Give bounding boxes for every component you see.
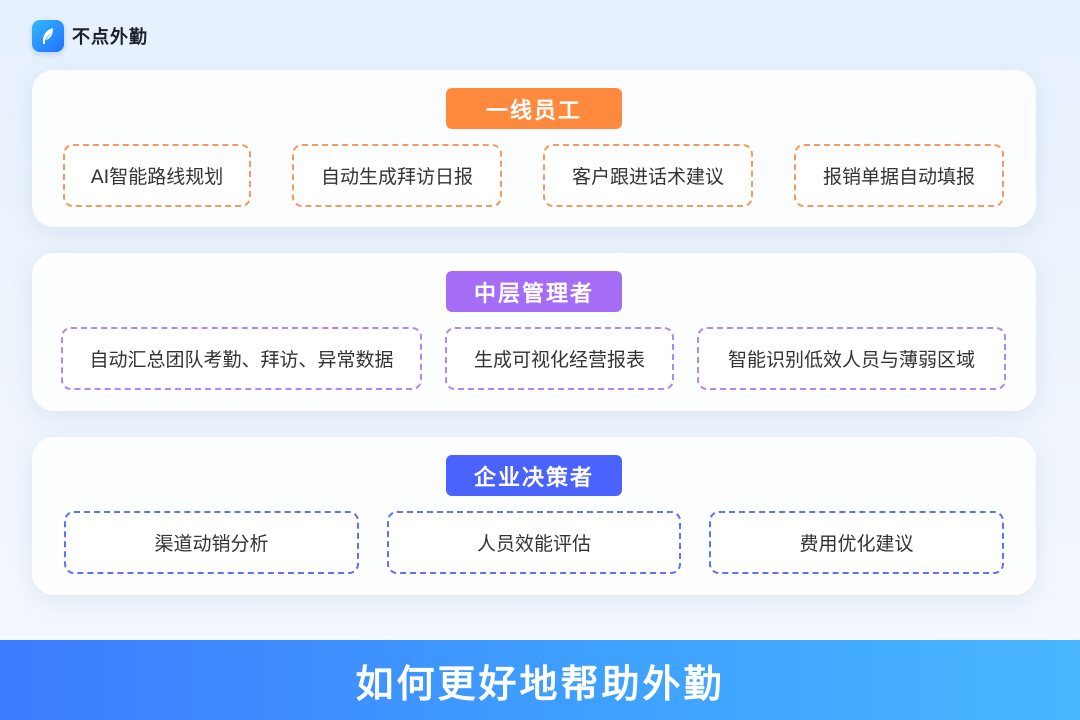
feature-auto-visit-report: 自动生成拜访日报: [292, 144, 502, 207]
feature-cost-optimization: 费用优化建议: [709, 511, 1004, 574]
section-decision-makers: 企业决策者 渠道动销分析 人员效能评估 费用优化建议: [32, 437, 1036, 595]
footer-title: 如何更好地帮助外勤: [355, 661, 725, 706]
feature-expense-autofill: 报销单据自动填报: [794, 144, 1004, 207]
section-middle-managers: 中层管理者 自动汇总团队考勤、拜访、异常数据 生成可视化经营报表 智能识别低效人…: [32, 253, 1036, 411]
feature-ai-route-planning: AI智能路线规划: [63, 144, 251, 207]
feather-logo-icon: [32, 20, 64, 52]
footer-banner: 如何更好地帮助外勤: [0, 640, 1080, 720]
brand: 不点外勤: [32, 20, 148, 52]
feature-followup-script: 客户跟进话术建议: [543, 144, 753, 207]
section-title-decision-makers: 企业决策者: [446, 455, 622, 496]
feature-identify-weak-areas: 智能识别低效人员与薄弱区域: [697, 327, 1006, 390]
feature-team-data-summary: 自动汇总团队考勤、拜访、异常数据: [61, 327, 422, 390]
section-title-frontline: 一线员工: [446, 88, 622, 129]
section-frontline-staff: 一线员工 AI智能路线规划 自动生成拜访日报 客户跟进话术建议 报销单据自动填报: [32, 70, 1036, 227]
brand-name: 不点外勤: [72, 27, 148, 48]
feature-channel-sales-analysis: 渠道动销分析: [64, 511, 359, 574]
feature-staff-efficiency-eval: 人员效能评估: [387, 511, 681, 574]
section-title-managers: 中层管理者: [446, 271, 622, 312]
feature-visual-reports: 生成可视化经营报表: [445, 327, 674, 390]
